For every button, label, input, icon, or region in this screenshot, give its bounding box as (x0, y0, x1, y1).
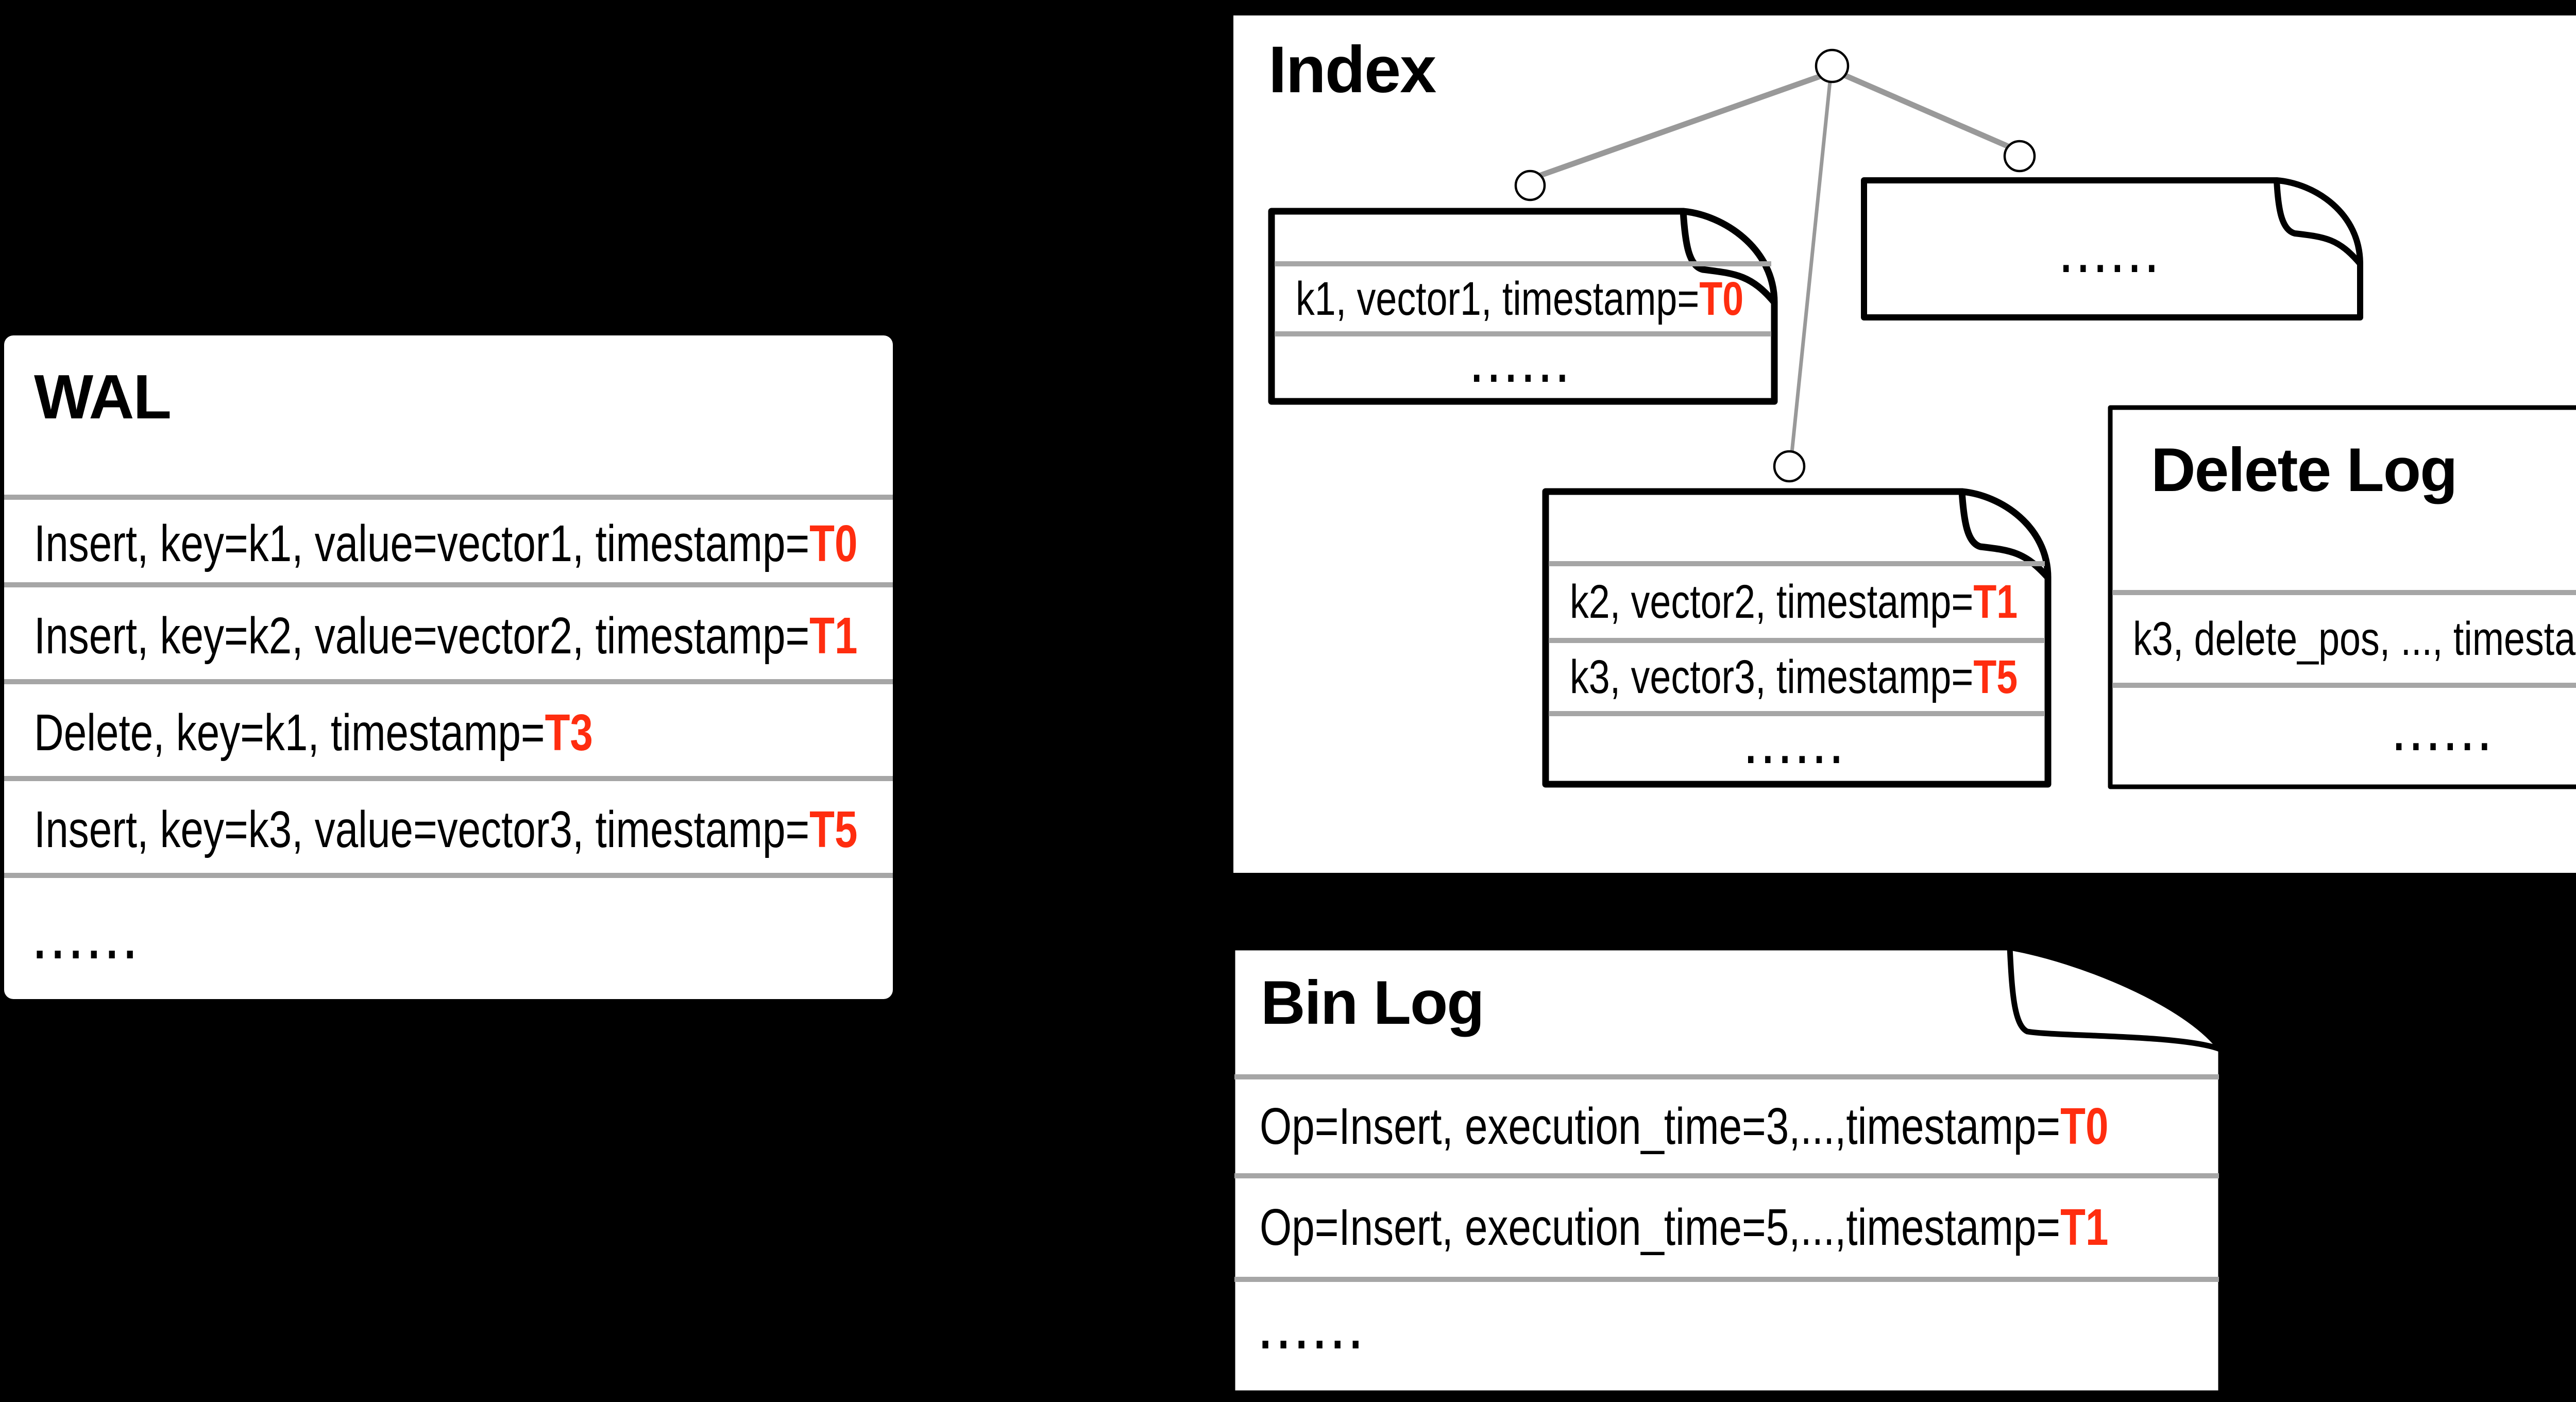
folded-corner-icon (2274, 177, 2363, 267)
wal-row-text: Delete, key=k1, timestamp= (34, 703, 545, 762)
tree-root-node-icon (1815, 48, 1850, 83)
doc-row: k1, vector1, timestamp=T0 (1267, 264, 1778, 334)
wal-row-text: Insert, key=k3, value=vector3, timestamp… (34, 800, 810, 858)
wal-row-text: Insert, key=k1, value=vector1, timestamp… (34, 514, 810, 572)
ellipsis-text: ...... (2060, 229, 2164, 282)
doc-row-more: ...... (1267, 334, 1778, 398)
ellipsis-text: ...... (1745, 721, 1849, 773)
doc-row-text: k3, delete_pos, ..., timestamp= (2133, 612, 2576, 665)
ellipsis-text: ...... (1260, 1302, 1368, 1360)
tree-node-icon (1773, 450, 1806, 483)
wal-row-more: ...... (4, 873, 893, 999)
tree-node-icon (2003, 140, 2036, 173)
doc-row: k3, vector3, timestamp=T5 (1541, 640, 2052, 714)
timestamp-badge: T1 (1973, 576, 2018, 628)
doc-row-text: Op=Insert, execution_time=5,...,timestam… (1260, 1198, 2061, 1256)
folded-corner-icon (2007, 944, 2224, 1053)
doc-row-text: k2, vector2, timestamp= (1570, 576, 1974, 628)
wal-row: Insert, key=k3, value=vector3, timestamp… (4, 776, 893, 873)
timestamp-badge: T5 (1973, 650, 2018, 703)
index-title: Index (1268, 33, 1436, 107)
wal-row: Insert, key=k1, value=vector1, timestamp… (4, 495, 893, 582)
timestamp-badge: T1 (2060, 1198, 2109, 1256)
doc-row-text: Op=Insert, execution_time=3,...,timestam… (1260, 1097, 2061, 1155)
doc-row: Op=Insert, execution_time=3,...,timestam… (1229, 1077, 2225, 1176)
timestamp-badge: T3 (545, 703, 593, 762)
index-segment-doc-k1: k1, vector1, timestamp=T0 ...... (1267, 207, 1778, 406)
folded-corner-icon (1680, 208, 1778, 306)
page-shape (1229, 944, 2224, 1396)
wal-row-text: Insert, key=k2, value=vector2, timestamp… (34, 606, 810, 665)
timestamp-badge: T1 (809, 606, 858, 665)
timestamp-badge: T0 (809, 514, 858, 572)
doc-row: Op=Insert, execution_time=5,...,timestam… (1229, 1176, 2225, 1279)
doc-row: k3, delete_pos, ..., timestamp=T3 (2107, 593, 2576, 685)
timestamp-badge: T5 (809, 800, 858, 858)
tree-edge-middle (1789, 81, 1832, 458)
doc-row-more: ...... (2107, 685, 2576, 783)
doc-row-more: ...... (1229, 1279, 2225, 1382)
timestamp-badge: T0 (2060, 1097, 2109, 1155)
tree-node-icon (1514, 170, 1546, 201)
tree-edge-left (1537, 73, 1821, 179)
ellipsis-text: ...... (2394, 707, 2497, 761)
page-shape (1861, 177, 2363, 320)
bin-log-title: Bin Log (1261, 968, 1485, 1037)
doc-row-more: ...... (1541, 714, 2052, 781)
page-shape (2108, 405, 2576, 789)
doc-row-more: ...... (1860, 197, 2364, 315)
wal-box: WAL Insert, key=k1, value=vector1, times… (4, 335, 893, 999)
ellipsis-text: ...... (34, 912, 143, 970)
page-shape (1542, 488, 2052, 788)
delete-log-title: Delete Log (2151, 435, 2458, 504)
doc-row-text: k3, vector3, timestamp= (1570, 650, 1974, 703)
index-segment-doc-more: ...... (1860, 176, 2364, 322)
doc-row: k2, vector2, timestamp=T1 (1541, 564, 2052, 640)
wal-row: Delete, key=k1, timestamp=T3 (4, 679, 893, 776)
ellipsis-text: ...... (1471, 340, 1574, 392)
folded-corner-icon (1958, 488, 2052, 581)
wal-row: Insert, key=k2, value=vector2, timestamp… (4, 582, 893, 679)
wal-header: WAL (4, 335, 893, 495)
page-outline (2108, 405, 2576, 789)
wal-title: WAL (34, 362, 172, 432)
timestamp-badge: T0 (1699, 272, 1744, 325)
page-shape (1268, 208, 1778, 405)
bin-log-doc: Bin Log Op=Insert, execution_time=3,...,… (1229, 944, 2225, 1397)
index-segment-doc-k2-k3: k2, vector2, timestamp=T1 k3, vector3, t… (1541, 487, 2052, 788)
tree-edge-right (1843, 72, 2011, 150)
doc-row-text: k1, vector1, timestamp= (1296, 272, 1700, 325)
delete-log-doc: Delete Log k3, delete_pos, ..., timestam… (2107, 404, 2576, 790)
